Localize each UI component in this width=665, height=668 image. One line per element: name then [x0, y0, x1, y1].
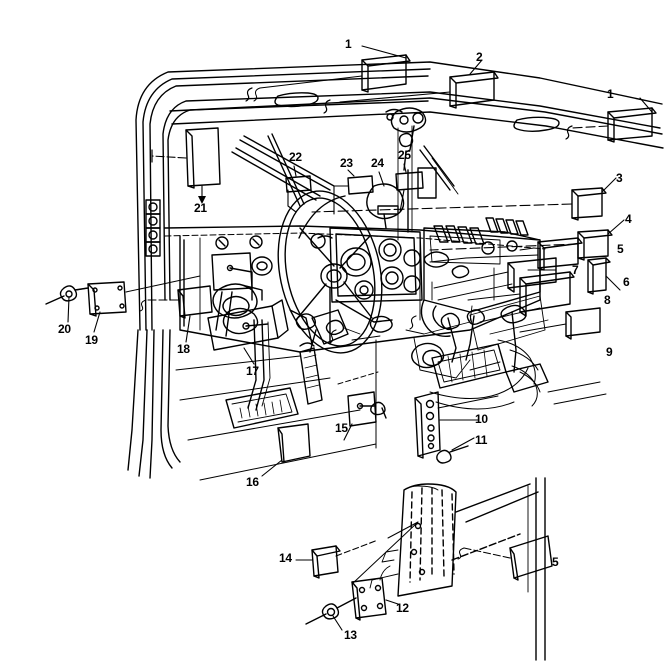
door-frame-left [127, 329, 181, 479]
plate-symbol-16 [277, 423, 311, 463]
plate-symbol-25 [395, 171, 424, 191]
wiper-arms [231, 133, 459, 207]
header-clip-marks [245, 87, 573, 140]
plate-symbol-12 [351, 577, 387, 621]
glove-box-area [469, 267, 546, 351]
lower-dash-plate-17 [207, 299, 289, 351]
windshield-frame-outer [135, 61, 663, 331]
plate-symbol-21 [185, 127, 221, 189]
plate-symbol-19 [87, 281, 127, 317]
brake-and-clutch-pedals [225, 319, 323, 429]
plate-symbol-15 [347, 391, 387, 427]
header-grab-recess [274, 92, 560, 132]
instrument-cluster [317, 227, 423, 303]
plate-symbol-1b [607, 107, 657, 143]
floor-cover [405, 305, 473, 379]
hook-marks [329, 315, 417, 344]
plate-symbol-18 [177, 285, 213, 319]
floor-lines [175, 339, 379, 481]
seat-pedestal [351, 483, 539, 597]
fuse-block [145, 199, 161, 257]
plate-symbol-22 [285, 175, 312, 193]
shift-knob-symbol-24 [366, 183, 405, 229]
pedal-linkage [289, 309, 349, 353]
background-detail [343, 247, 549, 341]
plate-symbol-7 [507, 257, 557, 293]
screw-symbol-11 [436, 445, 469, 464]
center-post [397, 127, 437, 241]
leader-lines [67, 45, 653, 631]
shift-lever-assembly [420, 299, 549, 393]
lower-right-panel [469, 361, 607, 405]
plate-symbol-1a [361, 54, 411, 93]
door-frame-right [527, 477, 546, 661]
header-rail [169, 97, 664, 149]
plate-symbol-8 [519, 271, 575, 317]
plate-symbol-14 [311, 545, 341, 579]
plate-symbol-10 [414, 391, 441, 459]
plate-symbol-9 [565, 307, 601, 340]
wiper-motor-assembly [385, 107, 427, 233]
plate-symbol-2 [449, 71, 499, 109]
floor-tunnel [429, 339, 541, 410]
plate-symbol-23 [347, 175, 374, 195]
plate-symbol-6 [587, 257, 611, 295]
plate-symbol-3 [571, 187, 607, 221]
